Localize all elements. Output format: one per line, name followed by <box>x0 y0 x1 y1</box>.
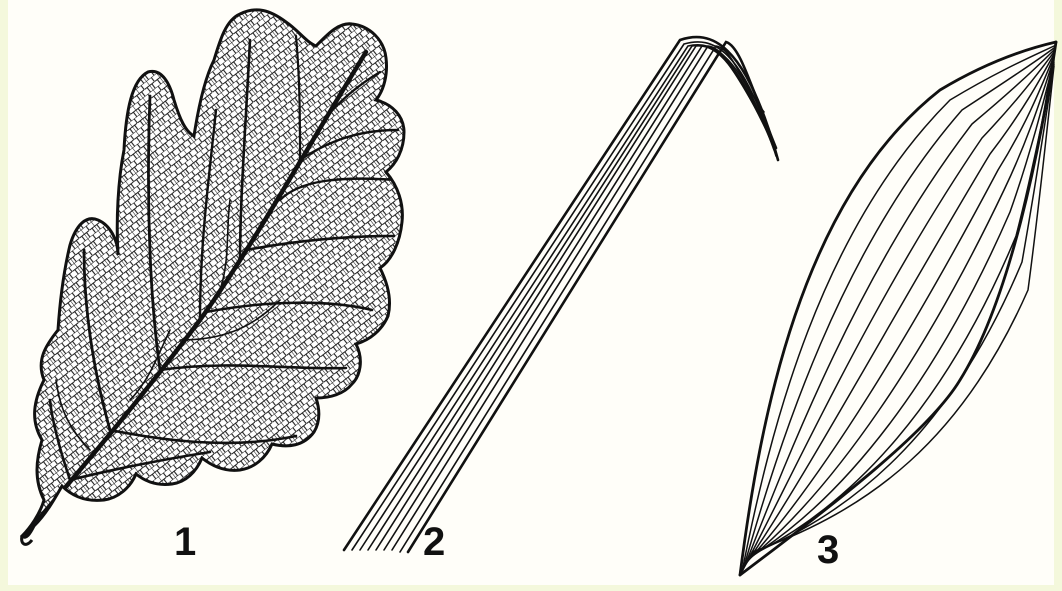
arc-venation-leaf-icon <box>740 42 1056 575</box>
grass-blade-parallel-venation-icon <box>344 37 778 552</box>
figure-label-3: 3 <box>817 530 839 570</box>
oak-leaf-net-venation-icon <box>22 10 404 545</box>
figure-label-1: 1 <box>174 522 196 562</box>
figure-label-2: 2 <box>423 522 445 562</box>
